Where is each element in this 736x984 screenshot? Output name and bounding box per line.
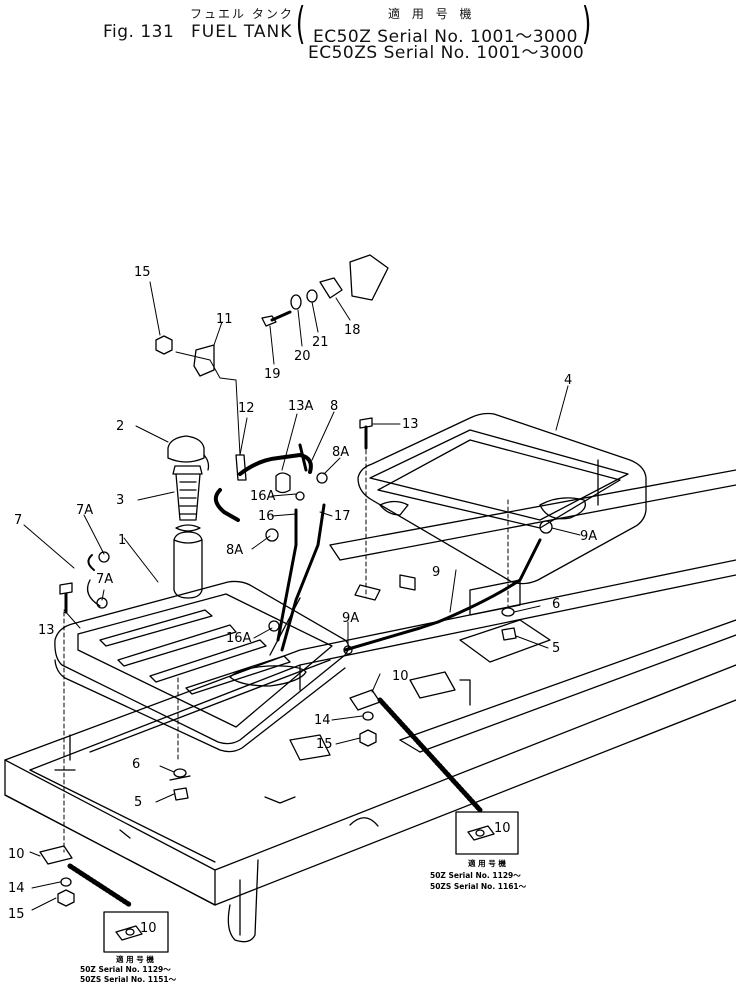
bracket-icon <box>193 344 215 377</box>
tank-rib-1 <box>99 609 213 647</box>
callout-2: 2 <box>116 419 124 434</box>
callout-15-left: 15 <box>8 907 25 922</box>
callout-20: 20 <box>294 349 311 364</box>
applicable-serial-ec50z: EC50Z Serial No. 1001～3000 <box>313 27 578 47</box>
callout-10-mid: 10 <box>392 669 409 684</box>
figure-number: Fig. 131 <box>103 22 175 42</box>
callout-labels: 15 11 19 20 21 18 12 13A 8 13 4 2 8A 3 1… <box>8 265 597 922</box>
callout-8a-top: 8A <box>332 445 349 460</box>
callout-19: 19 <box>264 367 281 382</box>
note-left-part: 10 <box>140 921 157 936</box>
note-right-heading: 適 用 号 機 <box>468 858 506 868</box>
figure-title: FUEL TANK <box>191 22 293 42</box>
applicable-serial-ec50zs: EC50ZS Serial No. 1001～3000 <box>308 43 585 63</box>
callout-8-top: 8 <box>330 399 338 414</box>
callout-15-mid: 15 <box>316 737 333 752</box>
note-left-line2: 50ZS Serial No. 1151～ <box>80 975 177 984</box>
callout-17: 17 <box>334 509 351 524</box>
callout-7: 7 <box>14 513 22 528</box>
note-right-part: 10 <box>494 821 511 836</box>
tank-rib-2 <box>117 624 237 667</box>
note-left-heading: 適 用 号 機 <box>116 954 154 964</box>
callout-13a: 13A <box>288 399 314 414</box>
callout-13-right: 13 <box>402 417 419 432</box>
callout-1: 1 <box>118 533 126 548</box>
filler-neck <box>173 531 203 599</box>
callout-15-top: 15 <box>134 265 151 280</box>
callout-14-mid: 14 <box>314 713 331 728</box>
base-frame <box>4 469 736 943</box>
serial-note-left: 10 適 用 号 機 50Z Serial No. 1129～ 50ZS Ser… <box>80 911 177 984</box>
callout-16: 16 <box>258 509 275 524</box>
callout-5-left: 5 <box>134 795 142 810</box>
callout-11: 11 <box>216 312 233 327</box>
callout-9: 9 <box>432 565 440 580</box>
callout-21: 21 <box>312 335 329 350</box>
small-parts <box>39 254 553 908</box>
callout-9a-mid: 9A <box>342 611 359 626</box>
callout-16a-bottom: 16A <box>226 631 252 646</box>
callout-4: 4 <box>564 373 572 388</box>
hoses <box>86 443 542 656</box>
callout-9a-right: 9A <box>580 529 597 544</box>
fuel-tank-secondary <box>357 412 647 585</box>
fuel-tank-main <box>54 531 350 753</box>
callout-7a-bottom: 7A <box>96 572 113 587</box>
bracket-open-icon: ( <box>295 0 306 49</box>
callout-3: 3 <box>116 493 124 508</box>
callout-18: 18 <box>344 323 361 338</box>
serial-note-right: 10 適 用 号 機 50Z Serial No. 1129～ 50ZS Ser… <box>430 811 527 891</box>
callout-12: 12 <box>238 401 255 416</box>
nut-icon <box>155 335 173 355</box>
callout-10-left: 10 <box>8 847 25 862</box>
callout-5-right: 5 <box>552 641 560 656</box>
callout-14-left: 14 <box>8 881 25 896</box>
filler-cap-icon <box>167 435 205 463</box>
tank-rib-4 <box>185 655 291 695</box>
note-left-line1: 50Z Serial No. 1129～ <box>80 965 171 974</box>
callout-6-right: 6 <box>552 597 560 612</box>
callout-7a-top: 7A <box>76 503 93 518</box>
callout-6-left: 6 <box>132 757 140 772</box>
leader-lines <box>23 281 581 911</box>
fuel-strainer-icon <box>175 473 201 521</box>
applicable-models-heading: 適 用 号 機 <box>388 7 476 21</box>
note-right-line1: 50Z Serial No. 1129～ <box>430 871 521 880</box>
callout-16a-top: 16A <box>250 489 276 504</box>
tank-rib-3 <box>149 639 267 683</box>
clamp-icon <box>319 277 343 299</box>
bracket-close-icon: ) <box>581 0 592 49</box>
title-japanese: フュエル タンク <box>190 7 294 21</box>
callout-13-left: 13 <box>38 623 55 638</box>
note-right-line2: 50ZS Serial No. 1161～ <box>430 882 527 891</box>
callout-8a-mid: 8A <box>226 543 243 558</box>
